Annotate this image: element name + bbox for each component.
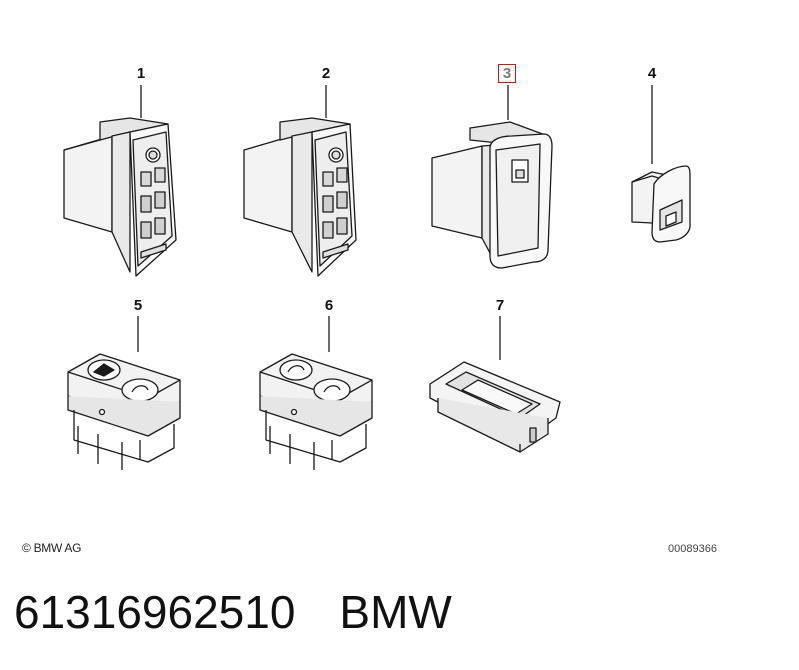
part-3-switch-housing [431,85,553,269]
brand-name: BMW [339,586,452,638]
part-label-7: 7 [495,297,505,314]
diagram-number: 00089366 [668,543,717,555]
part-label-4: 4 [647,65,657,82]
part-1-switch-block [63,85,177,277]
part-5-double-switch [67,316,181,470]
part-label-5: 5 [133,297,143,314]
part-label-3-highlighted[interactable]: 3 [498,64,516,83]
part-2-switch-block [243,85,357,277]
part-label-2: 2 [321,65,331,82]
part-4-cover [631,85,691,243]
part-number-line: 61316962510 BMW [14,584,452,640]
part-7-bezel-frame [429,316,561,453]
part-number: 61316962510 [14,586,296,638]
copyright-text: © BMW AG [22,541,82,555]
part-label-6: 6 [324,297,334,314]
part-label-1: 1 [136,65,146,82]
part-6-double-switch [259,316,373,470]
